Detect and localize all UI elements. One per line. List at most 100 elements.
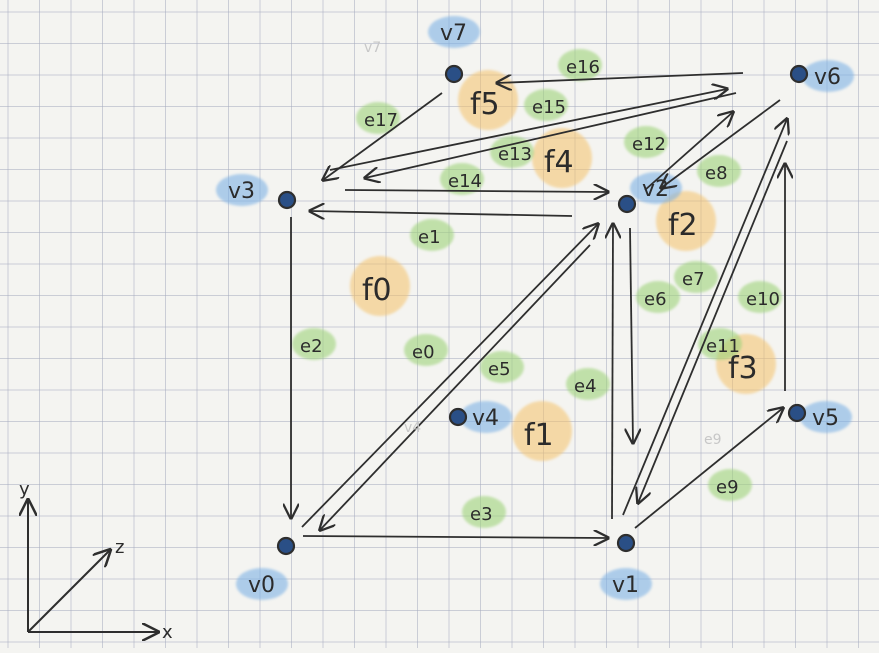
vertex-highlight xyxy=(216,174,268,206)
face-highlight xyxy=(350,256,410,316)
pencil-note: e9 xyxy=(704,432,722,448)
face-label-f3: f3 xyxy=(728,351,758,386)
edge-e14 xyxy=(344,190,608,192)
vertex-v4 xyxy=(448,407,468,427)
edge-label-e8: e8 xyxy=(705,163,728,184)
edge-highlight xyxy=(524,89,568,121)
edge-e12 xyxy=(644,112,733,191)
edge-label-e2: e2 xyxy=(300,336,323,357)
pencil-note: v4 xyxy=(404,420,421,436)
vertex-label-v3: v3 xyxy=(228,179,255,204)
edge-e9 xyxy=(634,408,783,529)
edge-e17 xyxy=(323,92,443,180)
edge-label-e4: e4 xyxy=(574,376,597,397)
edge-highlight xyxy=(636,281,680,313)
vertex-highlight xyxy=(236,568,288,600)
edge-e15 xyxy=(329,89,727,171)
vertex-label-v5: v5 xyxy=(812,406,839,431)
vertex-label-v4: v4 xyxy=(472,406,499,431)
face-highlight xyxy=(656,191,716,251)
vertex-label-v2: v2 xyxy=(642,177,669,202)
edge-highlight xyxy=(708,469,752,501)
edge-highlight xyxy=(698,328,742,360)
edge-label-e11: e11 xyxy=(706,336,740,357)
edge-label-e1: e1 xyxy=(418,227,441,248)
edge-highlight xyxy=(674,261,718,293)
vertex-label-v0: v0 xyxy=(248,573,275,598)
edge-label-e5: e5 xyxy=(488,359,511,380)
vertex-v5 xyxy=(787,403,807,423)
edge-label-e17: e17 xyxy=(364,110,398,131)
edge-e5 xyxy=(320,244,591,530)
face-label-f1: f1 xyxy=(524,418,554,453)
coordinate-axes: x y z xyxy=(19,479,173,643)
edge-highlight xyxy=(566,368,610,400)
vertex-label-v6: v6 xyxy=(814,65,841,90)
edge-highlight xyxy=(356,102,400,134)
vertex-label-v1: v1 xyxy=(612,573,639,598)
edge-highlight xyxy=(440,163,484,195)
vertex-v6 xyxy=(789,64,809,84)
edge-e1 xyxy=(310,211,573,216)
pencil-note: v7 xyxy=(364,40,381,56)
vertex-v2 xyxy=(617,194,637,214)
edge-label-e14: e14 xyxy=(448,171,482,192)
face-highlight xyxy=(532,128,592,188)
edge-highlight xyxy=(490,136,534,168)
edge-label-e15: e15 xyxy=(532,97,566,118)
x-axis-label: x xyxy=(162,622,173,643)
vertex-highlight xyxy=(600,568,652,600)
face-label-f5: f5 xyxy=(470,87,500,122)
edge-label-e12: e12 xyxy=(632,134,666,155)
z-axis-label: z xyxy=(115,537,124,558)
face-highlight xyxy=(512,401,572,461)
edge-highlight xyxy=(624,126,668,158)
edge-e7 xyxy=(622,119,787,516)
vertex-highlight xyxy=(802,60,854,92)
edge-highlight xyxy=(480,351,524,383)
vertex-v0 xyxy=(276,536,296,556)
edge-highlight xyxy=(697,155,741,187)
vertex-label-v7: v7 xyxy=(440,21,467,46)
edge-layer xyxy=(291,72,788,538)
vertex-highlight xyxy=(460,401,512,433)
edge-e0 xyxy=(301,224,598,528)
edge-label-e13: e13 xyxy=(498,144,532,165)
edge-e11 xyxy=(638,140,788,503)
vertex-highlight xyxy=(428,16,480,48)
edge-label-e6: e6 xyxy=(644,289,667,310)
edge-highlight xyxy=(462,496,506,528)
edge-highlight xyxy=(558,49,602,81)
vertex-layer xyxy=(276,64,809,556)
edge-label-e0: e0 xyxy=(412,342,435,363)
y-axis-label: y xyxy=(19,479,30,500)
face-label-f0: f0 xyxy=(362,273,392,308)
label-layer: f0 f1 f2 f3 f4 f5 e0 e1 e2 e3 e4 e5 e6 e7 e8 e9 e10 e11 e1… xyxy=(228,21,841,598)
edge-highlight xyxy=(410,219,454,251)
vertex-v3 xyxy=(277,190,297,210)
vertex-v7 xyxy=(444,64,464,84)
edge-e3 xyxy=(302,536,608,538)
highlight-layer xyxy=(216,16,854,600)
edge-highlight xyxy=(738,281,782,313)
edge-e4 xyxy=(612,224,613,520)
face-label-f4: f4 xyxy=(544,145,574,180)
edge-e6 xyxy=(630,227,633,443)
edge-label-e7: e7 xyxy=(682,269,705,290)
edge-e13 xyxy=(365,92,737,178)
face-label-f2: f2 xyxy=(668,208,698,243)
edge-e16 xyxy=(497,72,744,83)
edge-label-e3: e3 xyxy=(470,504,493,525)
edge-highlight xyxy=(292,328,336,360)
vertex-v1 xyxy=(616,533,636,553)
vertex-highlight xyxy=(800,401,852,433)
edge-highlight xyxy=(404,334,448,366)
edge-label-e9: e9 xyxy=(716,477,739,498)
edge-label-e10: e10 xyxy=(746,289,780,310)
edge-e8 xyxy=(661,99,781,188)
z-axis-line xyxy=(27,550,110,633)
edge-label-e16: e16 xyxy=(566,57,600,78)
